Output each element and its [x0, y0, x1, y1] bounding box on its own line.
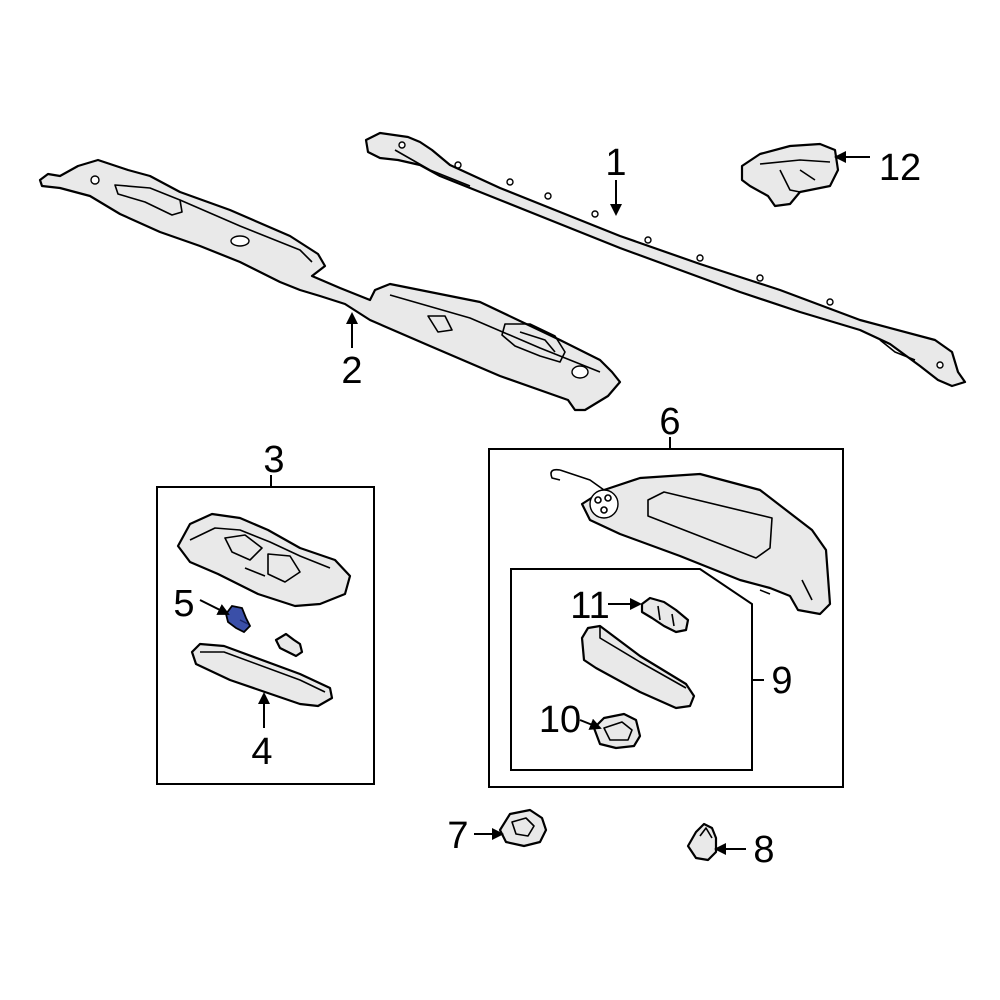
callout-5: 5 [173, 583, 194, 625]
callout-6: 6 [659, 401, 680, 443]
callout-9: 9 [771, 660, 792, 702]
screw[interactable] [274, 632, 304, 658]
part-2-header-trim[interactable] [38, 158, 622, 412]
callout-7: 7 [447, 815, 468, 857]
part-9-lens-cover[interactable] [580, 624, 696, 710]
leader-10 [579, 718, 602, 730]
part-11-bulb[interactable] [640, 596, 690, 634]
callout-11: 11 [570, 585, 609, 627]
part-5-bulb-highlighted[interactable] [225, 605, 252, 634]
part-3-dome-lamp[interactable] [176, 512, 352, 608]
group-box-6 [488, 448, 844, 788]
part-12-clip[interactable] [740, 142, 840, 208]
part-1-header-rail[interactable] [364, 131, 967, 388]
callout-3: 3 [263, 439, 284, 481]
leader-5 [199, 599, 230, 615]
part-7-holder[interactable] [498, 808, 548, 848]
part-6-sun-visor[interactable] [550, 468, 832, 616]
callout-12: 12 [879, 147, 921, 189]
callout-8: 8 [753, 829, 774, 871]
callout-10: 10 [539, 699, 581, 741]
group-box-3 [156, 486, 375, 785]
part-8-holder[interactable] [686, 822, 718, 862]
callout-2: 2 [341, 350, 362, 392]
part-4-lens[interactable] [190, 642, 334, 708]
callout-4: 4 [251, 731, 272, 773]
group-box-9 [510, 568, 753, 771]
callout-1: 1 [605, 142, 626, 184]
part-10-cover[interactable] [592, 712, 642, 750]
